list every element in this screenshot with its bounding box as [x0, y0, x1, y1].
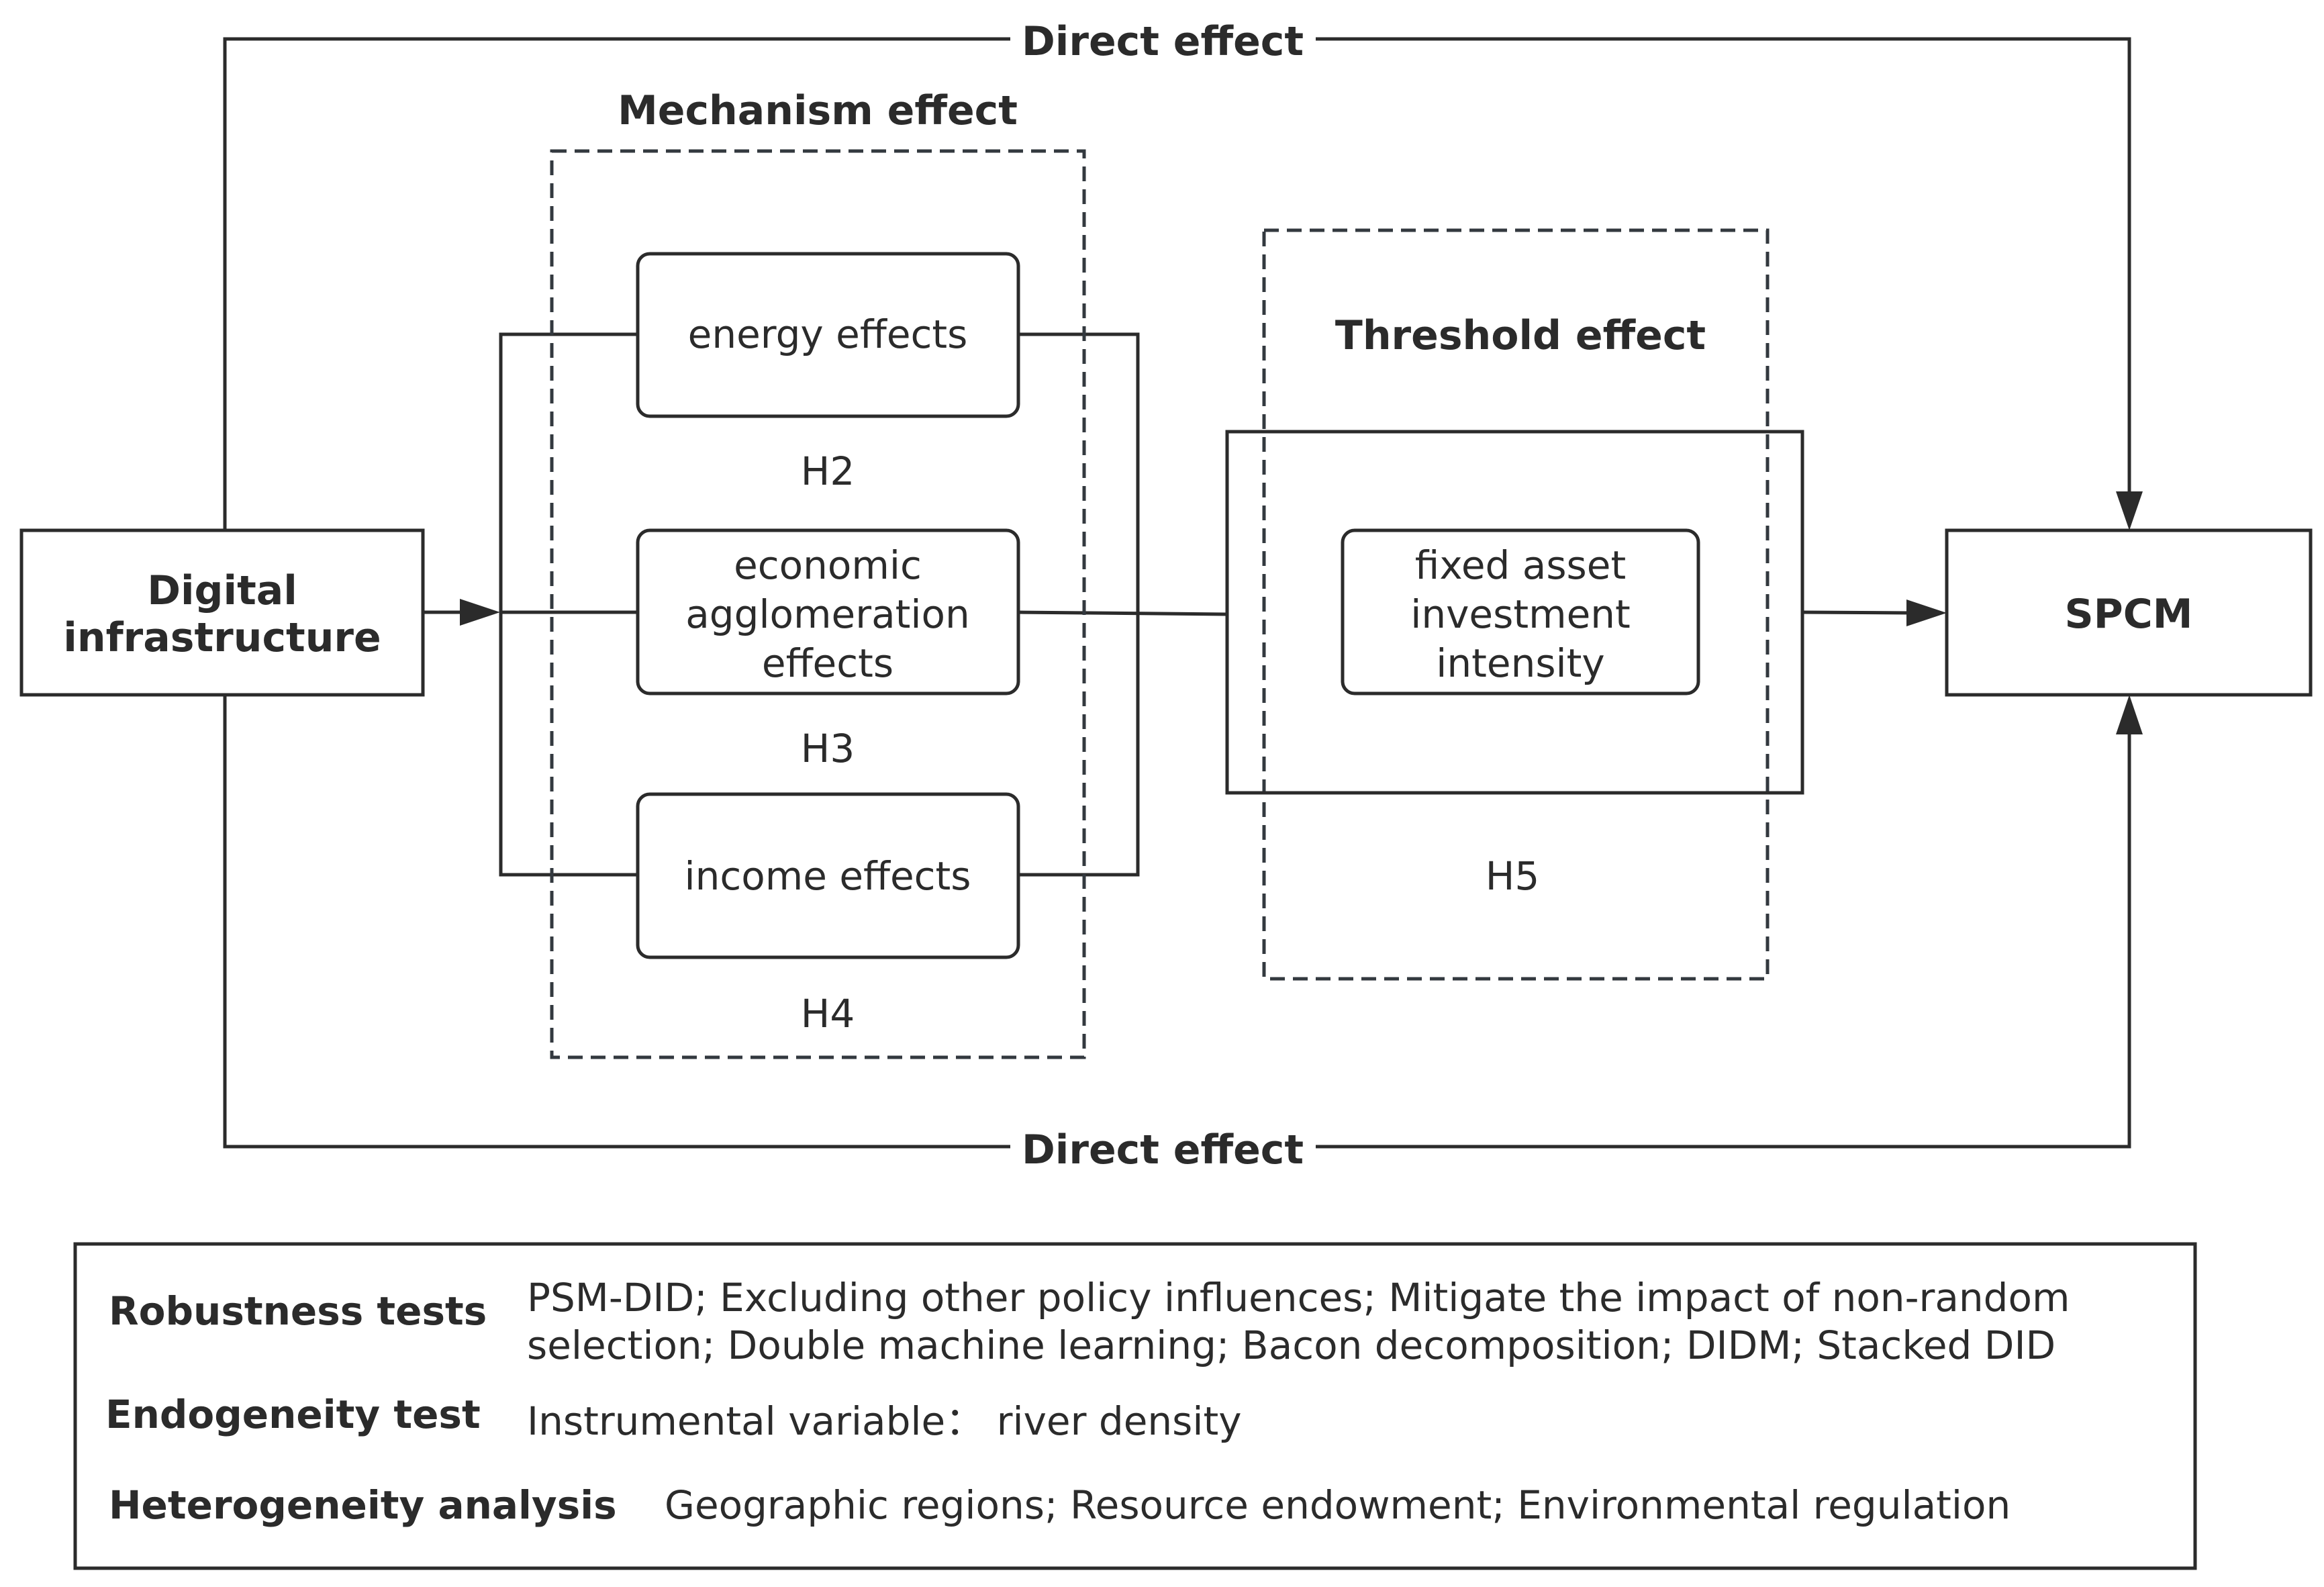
source-arrow	[423, 599, 500, 626]
heterogeneity-analysis-label: Heterogeneity analysis	[109, 1482, 617, 1528]
mechanism-effect-title: Mechanism effect	[618, 87, 1018, 134]
threshold-label-line-1: fixed asset	[1415, 542, 1626, 588]
source-node-line-2: infrastructure	[63, 614, 381, 661]
income-effects-node: income effects	[636, 792, 1020, 959]
economic-label-line-2: agglomeration	[685, 591, 969, 637]
target-arrow	[1802, 599, 1947, 626]
digital-infrastructure-node: Digital infrastructure	[19, 528, 425, 697]
energy-effects-node: energy effects	[636, 252, 1020, 418]
mechanism-branch-right	[1018, 332, 1140, 877]
direct-effect-top-path	[223, 37, 2143, 530]
economic-agglomeration-node: economic agglomeration effects	[636, 528, 1020, 695]
endogeneity-test-label: Endogeneity test	[105, 1392, 481, 1437]
economic-label-line-3: effects	[762, 640, 893, 686]
branch-connector-middle-right	[1018, 610, 1228, 616]
heterogeneity-analysis-line-1: Geographic regions; Resource endowment; …	[665, 1482, 2011, 1528]
threshold-label-line-3: intensity	[1436, 640, 1604, 686]
energy-effects-label: energy effects	[688, 311, 968, 357]
threshold-label-line-2: investment	[1410, 591, 1631, 637]
hypothesis-h5: H5	[1486, 853, 1540, 899]
robustness-tests-line-1: PSM-DID; Excluding other policy influenc…	[527, 1275, 2070, 1320]
hypothesis-h3: H3	[801, 726, 855, 771]
threshold-effect-group	[1262, 228, 1770, 981]
robustness-tests-label: Robustness tests	[109, 1288, 487, 1334]
spcm-node: SPCM	[1945, 528, 2313, 697]
mechanism-branch-left	[499, 332, 638, 877]
direct-effect-bottom-path	[223, 695, 2143, 1149]
robustness-tests-line-2: selection; Double machine learning; Baco…	[527, 1322, 2055, 1368]
fixed-asset-investment-node: fixed asset investment intensity	[1341, 528, 1700, 695]
hypothesis-h2: H2	[801, 448, 855, 494]
spcm-label: SPCM	[2065, 591, 2193, 638]
economic-label-line-1: economic	[734, 542, 922, 588]
direct-effect-bottom-label: Direct effect	[1022, 1126, 1304, 1173]
mechanism-effect-group	[550, 149, 1086, 1059]
endogeneity-test-line-1: Instrumental variable： river density	[527, 1398, 1242, 1444]
source-node-line-1: Digital	[147, 567, 297, 614]
threshold-effect-title: Threshold effect	[1335, 312, 1706, 359]
hypothesis-h4: H4	[801, 991, 855, 1037]
income-effects-label: income effects	[684, 853, 971, 899]
direct-effect-top-label: Direct effect	[1022, 18, 1304, 65]
tests-panel: Robustness tests PSM-DID; Excluding othe…	[73, 1242, 2197, 1570]
